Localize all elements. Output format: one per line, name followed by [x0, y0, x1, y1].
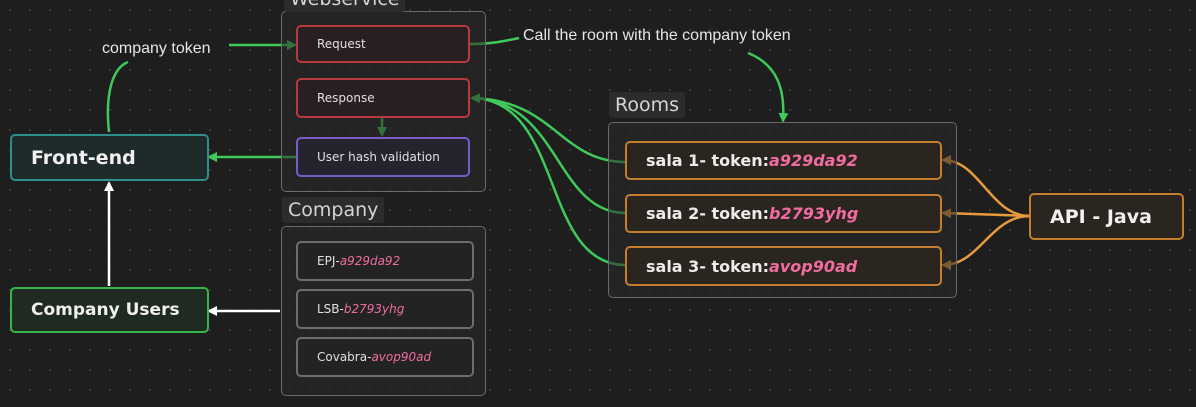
room-token: a929da92 — [769, 151, 858, 170]
company-token: avop90ad — [371, 350, 432, 364]
arrow-room1-to-response — [470, 93, 627, 164]
company-users-node[interactable]: Company Users — [10, 287, 209, 333]
room-token: b2793yhg — [769, 204, 859, 223]
company-token-edge-label: company token — [102, 40, 211, 57]
company-node-lsb[interactable]: LSB - b2793yhg — [296, 289, 474, 329]
company-name: LSB — [317, 302, 340, 316]
company-group-title: Company — [282, 197, 385, 223]
hash-validation-node-label: User hash validation — [317, 150, 440, 164]
room-name: sala 3 — [646, 256, 700, 276]
frontend-node-label: Front-end — [31, 146, 136, 169]
room-node-sala-3[interactable]: sala 3 - token: avop90ad — [625, 246, 942, 286]
company-node-epj[interactable]: EPJ - a929da92 — [296, 241, 474, 281]
response-node[interactable]: Response — [296, 78, 470, 118]
room-name: sala 1 — [646, 151, 700, 170]
arrow-frontend-to-token-label — [106, 60, 129, 133]
room-node-sala-1[interactable]: sala 1 - token: a929da92 — [625, 141, 942, 180]
company-users-node-label: Company Users — [31, 300, 180, 320]
room-node-sala-2[interactable]: sala 2 - token: b2793yhg — [625, 194, 942, 233]
rooms-group-title: Rooms — [609, 92, 686, 118]
request-node-label: Request — [317, 37, 366, 51]
arrow-room3-to-response — [471, 96, 627, 267]
hash-validation-node[interactable]: User hash validation — [296, 137, 470, 177]
frontend-node[interactable]: Front-end — [10, 134, 209, 181]
company-node-covabra[interactable]: Covabra - avop90ad — [296, 337, 474, 377]
arrow-room2-to-response — [471, 96, 627, 215]
webservice-group-title: Webservice — [284, 0, 406, 12]
arrow-call-label-to-rooms — [747, 51, 789, 123]
call-room-edge-label: Call the room with the company token — [523, 27, 791, 44]
company-name: Covabra — [317, 350, 368, 364]
company-token: b2793yhg — [343, 302, 405, 316]
api-java-node[interactable]: API - Java — [1029, 193, 1184, 240]
response-node-label: Response — [317, 91, 375, 105]
company-name: EPJ — [317, 254, 336, 268]
room-token: avop90ad — [769, 256, 858, 276]
company-token: a929da92 — [339, 254, 401, 268]
room-name: sala 2 — [646, 204, 700, 223]
request-node[interactable]: Request — [296, 25, 470, 63]
api-java-node-label: API - Java — [1050, 205, 1152, 228]
